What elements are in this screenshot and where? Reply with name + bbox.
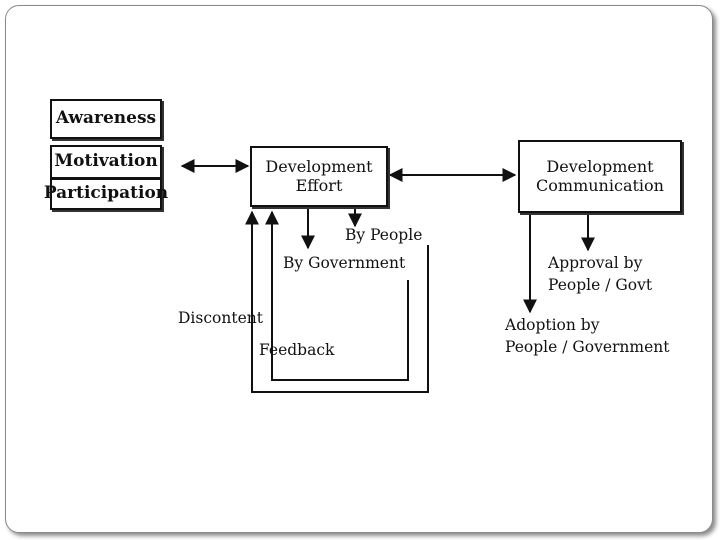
development-effort-box: Development Effort <box>250 146 388 207</box>
awareness-box: Awareness <box>50 99 162 139</box>
motivation-label: Motivation <box>54 151 158 172</box>
participation-label: Participation <box>43 183 169 204</box>
discontent-loop <box>245 210 429 393</box>
motivation-box: Motivation <box>50 145 162 179</box>
by-people-label: By People <box>345 226 423 244</box>
awareness-label: Awareness <box>55 108 157 129</box>
development-communication-label: Development Communication <box>536 157 664 195</box>
discontent-label: Discontent <box>178 309 263 327</box>
slide-frame <box>5 5 713 533</box>
development-communication-box: Development Communication <box>518 140 682 213</box>
development-effort-label: Development Effort <box>265 157 373 195</box>
participation-box: Participation <box>44 178 168 210</box>
approval-label: Approval by People / Govt <box>548 254 653 294</box>
feedback-label: Feedback <box>259 341 335 359</box>
by-government-label: By Government <box>283 254 406 272</box>
feedback-loop <box>265 210 409 381</box>
adoption-label: Adoption by People / Government <box>505 316 670 356</box>
